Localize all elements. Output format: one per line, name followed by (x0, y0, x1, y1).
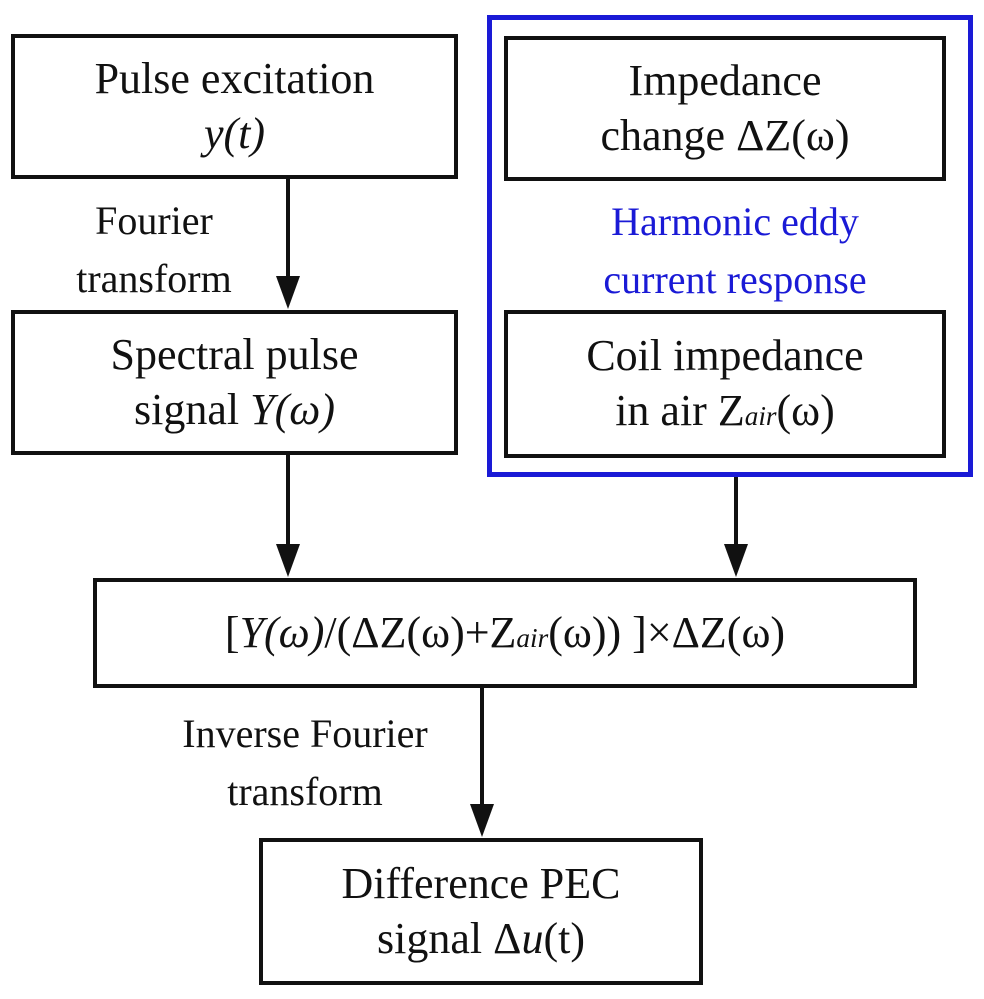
impedance-change-box: Impedance change ΔZ(ω) (504, 36, 946, 181)
harmonic-response-frame (487, 15, 973, 477)
spectral-pulse-formula: signal Y(ω) (134, 384, 335, 434)
pulse-excitation-formula: y(t) (203, 108, 266, 158)
impedance-change-title: Impedance (628, 55, 822, 105)
difference-pec-box: Difference PEC signal Δu(t) (259, 838, 703, 985)
coil-impedance-formula: in air Zair(ω) (615, 386, 835, 435)
difference-pec-title: Difference PEC (341, 858, 621, 908)
formula-box: [Y(ω)/(ΔZ(ω)+Zair(ω)) ]×ΔZ(ω) (93, 578, 917, 688)
impedance-change-formula: change ΔZ(ω) (600, 110, 850, 160)
spectral-pulse-title: Spectral pulse (110, 329, 359, 379)
combined-formula: [Y(ω)/(ΔZ(ω)+Zair(ω)) ]×ΔZ(ω) (224, 607, 786, 657)
pulse-excitation-box: Pulse excitation y(t) (11, 34, 458, 179)
inverse-fourier-label: Inverse Fourier transform (182, 711, 428, 814)
pulse-excitation-title: Pulse excitation (94, 53, 375, 103)
harmonic-eddy-label: Harmonic eddy current response (603, 199, 867, 302)
spectral-pulse-box: Spectral pulse signal Y(ω) (11, 310, 458, 455)
fourier-transform-label: Fourier transform (76, 198, 232, 301)
coil-impedance-title: Coil impedance (586, 331, 864, 381)
difference-pec-formula: signal Δu(t) (377, 913, 585, 963)
coil-impedance-box: Coil impedance in air Zair(ω) (504, 310, 946, 458)
